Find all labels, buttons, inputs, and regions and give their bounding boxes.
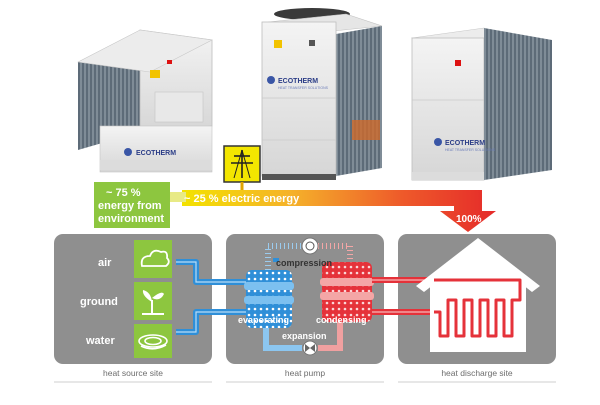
heat-pump-label: heat pump (285, 368, 325, 378)
chiller-unit-right: ECOTHERM HEAT TRANSFER SOLUTIONS (410, 27, 552, 181)
expansion-line (263, 328, 302, 351)
environment-label-line3: environment (98, 213, 164, 225)
environment-label-line2: energy from (98, 200, 162, 212)
heat-source-panel (54, 234, 212, 364)
condensing-label: condensing (316, 315, 367, 325)
evaporating-label: evaporating (238, 315, 289, 325)
brand-tagline-center: HEAT TRANSFER SOLUTIONS (278, 86, 329, 90)
liquid-line (318, 322, 343, 351)
compressor-icon (301, 237, 319, 255)
discharge-line (318, 243, 353, 262)
brand-tagline-right: HEAT TRANSFER SOLUTIONS (445, 148, 496, 152)
environment-percent: ~ 75 % (106, 187, 141, 199)
air-tile (134, 240, 172, 278)
heat-source-site-label: heat source site (103, 368, 163, 378)
source-caption-bg (54, 366, 212, 380)
total-energy-label: 100% (456, 214, 482, 225)
chiller-unit-center: ECOTHERM HEAT TRANSFER SOLUTIONS (261, 8, 383, 180)
brand-name-right: ECOTHERM (445, 140, 485, 147)
condenser-coil (320, 262, 374, 322)
water-tile (134, 324, 172, 358)
power-line-icon (223, 145, 261, 194)
brand-name-left: ECOTHERM (136, 150, 176, 157)
sprout-icon (142, 290, 164, 315)
chiller-unit-left: ECOTHERM (77, 29, 213, 173)
evaporator-coil (244, 270, 294, 328)
source-water-label: water (85, 335, 115, 347)
suction-line (265, 243, 302, 270)
environment-energy-box (94, 182, 170, 228)
house-icon (416, 238, 540, 352)
compression-label: compression (276, 258, 332, 268)
source-ground-label: ground (80, 296, 118, 308)
floor-heating-coil (434, 278, 522, 338)
brand-name-center: ECOTHERM (278, 78, 318, 85)
warning-label-left (150, 70, 160, 78)
expansion-valve-icon (302, 340, 318, 356)
water-swirl-icon (138, 334, 168, 350)
ecotherm-logo-icon (124, 148, 132, 156)
expansion-label: expansion (282, 331, 327, 341)
cloud-icon (140, 249, 170, 267)
heat-discharge-site-label: heat discharge site (441, 368, 513, 378)
electric-energy-label: ~ 25 % electric energy (184, 193, 300, 205)
hot-loop-highlight (372, 279, 434, 313)
cold-loop-highlight (176, 261, 246, 333)
source-air-label: air (98, 257, 112, 269)
